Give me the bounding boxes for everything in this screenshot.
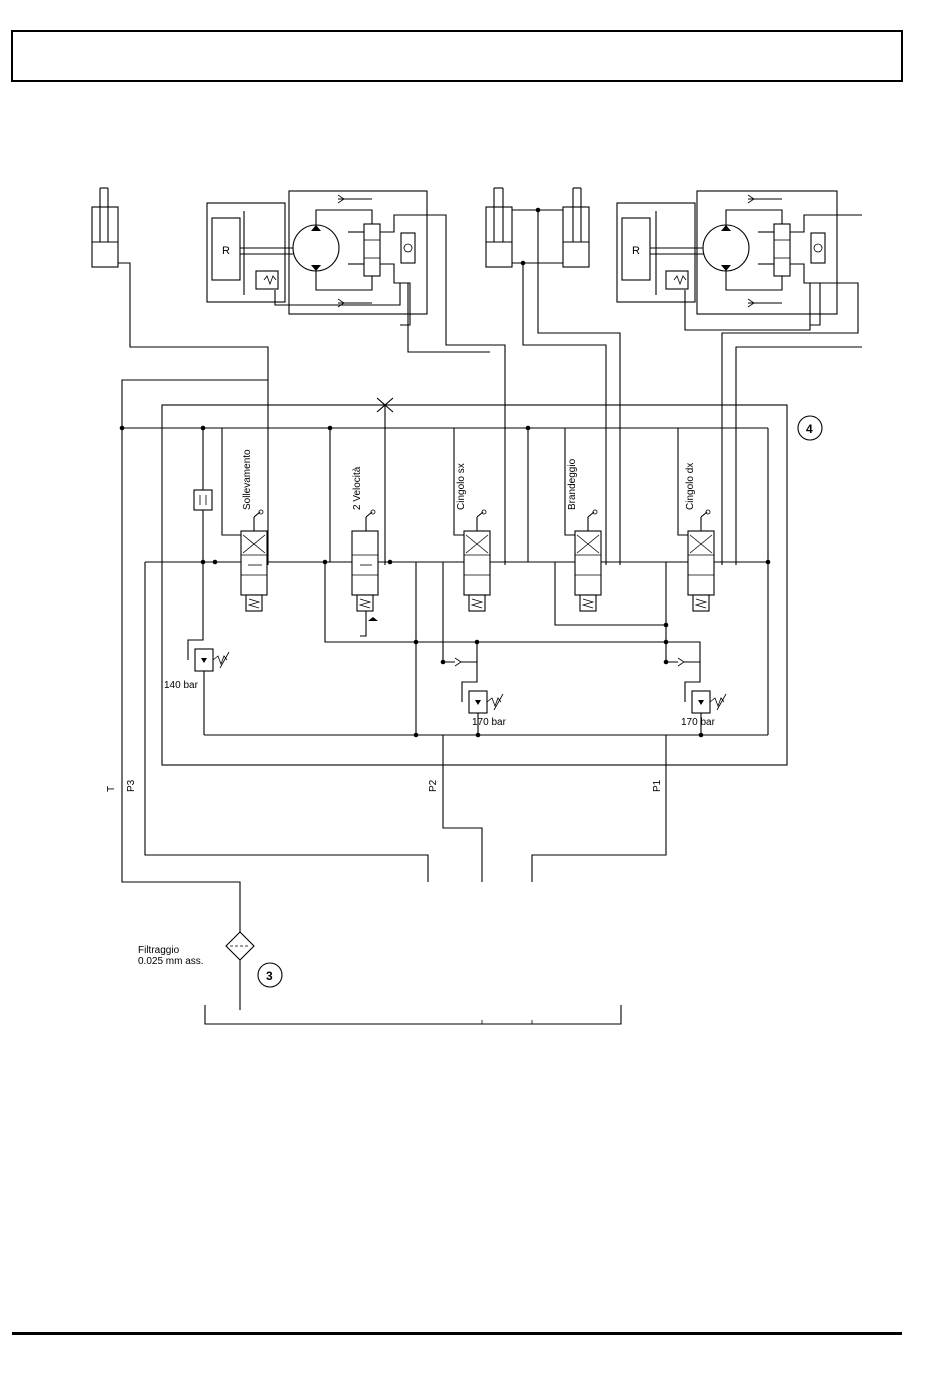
accumulator-symbol bbox=[194, 490, 212, 510]
section-label-track-left: Cingolo sx bbox=[456, 463, 467, 510]
section-label-speed: 2 Velocità bbox=[352, 466, 363, 510]
shuttle-valve-right bbox=[811, 233, 825, 263]
swing-cylinders bbox=[486, 188, 620, 565]
shuttle-valve-left bbox=[401, 233, 415, 263]
spool-valve-lift bbox=[241, 510, 267, 611]
section-label-swing: Brandeggio bbox=[567, 458, 578, 510]
motor-label-left: R bbox=[222, 245, 230, 257]
callout-filter-label: 3 bbox=[266, 969, 273, 983]
brake-valve-right bbox=[774, 224, 790, 276]
spool-valve-speed bbox=[352, 510, 378, 636]
port-label-p1: P1 bbox=[652, 779, 663, 792]
filter-label-line1: Filtraggio bbox=[138, 945, 180, 956]
hydraulic-motor-left bbox=[293, 225, 339, 271]
spool-valve-swing bbox=[575, 510, 601, 611]
relief-label-track-left: 170 bar bbox=[472, 717, 507, 728]
spool-valve-track-right bbox=[688, 510, 714, 611]
port-label-p3: P3 bbox=[126, 779, 137, 792]
brake-valve-left bbox=[364, 224, 380, 276]
section-label-track-right: Cingolo dx bbox=[685, 463, 696, 510]
relief-label-track-right: 170 bar bbox=[681, 717, 716, 728]
port-label-t: T bbox=[106, 786, 117, 792]
track-motor-right: R bbox=[617, 191, 862, 565]
callout-valve-block-label: 4 bbox=[806, 422, 813, 436]
return-filter bbox=[226, 932, 254, 1010]
relief-label-lift: 140 bar bbox=[164, 680, 199, 691]
tank-symbol bbox=[205, 1005, 621, 1024]
port-label-p2: P2 bbox=[428, 779, 439, 792]
spool-valve-track-left bbox=[464, 510, 490, 611]
control-valve-block: 140 bar 170 bar 170 bar Sollevamento bbox=[120, 380, 822, 765]
footer-rule bbox=[12, 1332, 902, 1335]
section-label-lift: Sollevamento bbox=[242, 449, 253, 510]
hydraulic-motor-right bbox=[703, 225, 749, 271]
relief-valve-lift bbox=[188, 562, 229, 735]
filter-label-line2: 0.025 mm ass. bbox=[138, 956, 204, 967]
motor-label-right: R bbox=[632, 245, 640, 257]
lift-cylinder bbox=[92, 188, 118, 267]
